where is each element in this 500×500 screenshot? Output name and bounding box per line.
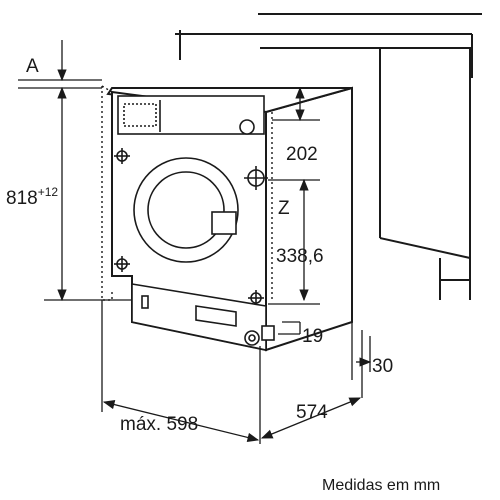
label-19: 19 [302, 326, 323, 347]
caption: Medidas em mm [322, 477, 440, 494]
cabinet-niche [175, 13, 482, 300]
label-height: 818+12 [6, 185, 58, 209]
label-z: Z [278, 198, 290, 219]
mounting-points [114, 148, 268, 306]
dimension-lines [18, 40, 372, 444]
control-panel [117, 95, 265, 135]
label-width-max: máx. 598 [120, 414, 198, 435]
label-338: 338,6 [276, 246, 324, 267]
door-porthole [133, 157, 239, 263]
label-30: 30 [372, 356, 393, 377]
plinth [131, 283, 275, 351]
front-dotted-outline [101, 85, 273, 301]
label-a: A [26, 56, 39, 77]
label-depth: 574 [296, 402, 328, 423]
label-height-tolerance: +12 [38, 185, 59, 199]
label-202: 202 [286, 144, 318, 165]
label-height-value: 818 [6, 188, 38, 209]
